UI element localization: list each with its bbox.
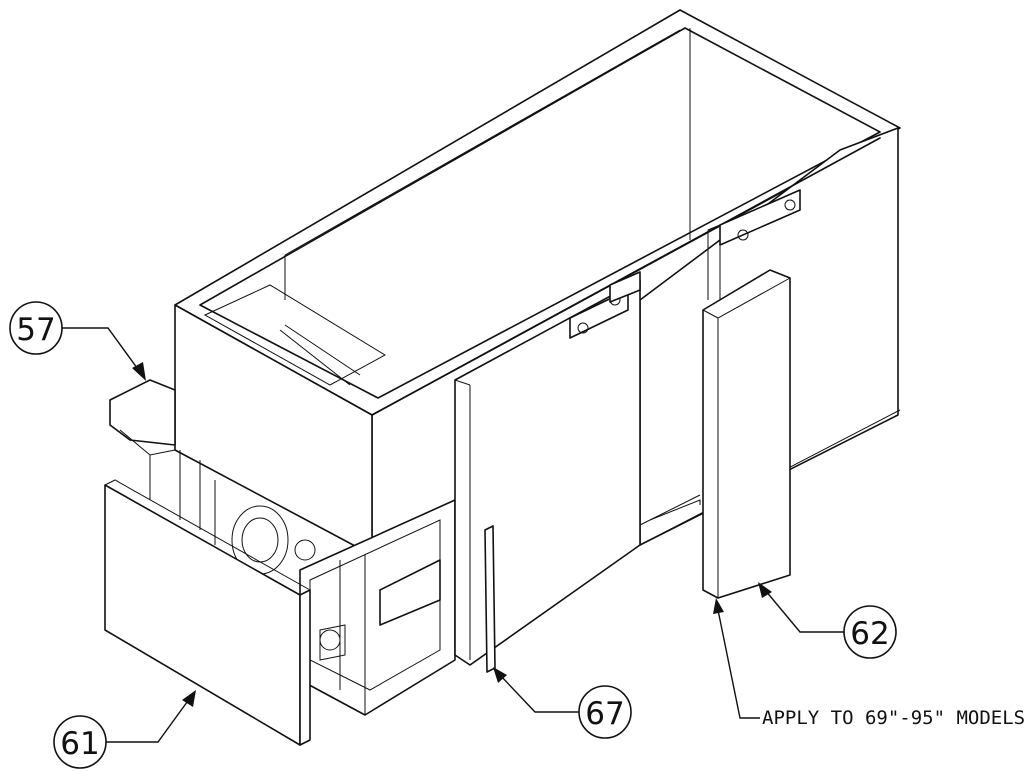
callout-57: 57 <box>9 301 146 381</box>
callout-62: 62 <box>758 582 897 659</box>
note-leader <box>713 598 760 719</box>
callout-61: 61 <box>53 690 196 769</box>
callout-62-label: 62 <box>850 616 889 652</box>
callout-67-label: 67 <box>585 696 624 732</box>
callout-57-label: 57 <box>16 312 55 348</box>
part-57-louver <box>109 379 176 500</box>
part-67-trim-strip <box>484 525 496 673</box>
callout-61-label: 61 <box>60 726 99 762</box>
model-note: APPLY TO 69"-95" MODELS <box>762 707 1025 729</box>
callout-67: 67 <box>493 667 632 739</box>
door-right <box>707 189 801 300</box>
part-61-front-panel <box>104 479 311 746</box>
part-62-side-panel <box>702 269 791 599</box>
door-left <box>454 271 641 666</box>
